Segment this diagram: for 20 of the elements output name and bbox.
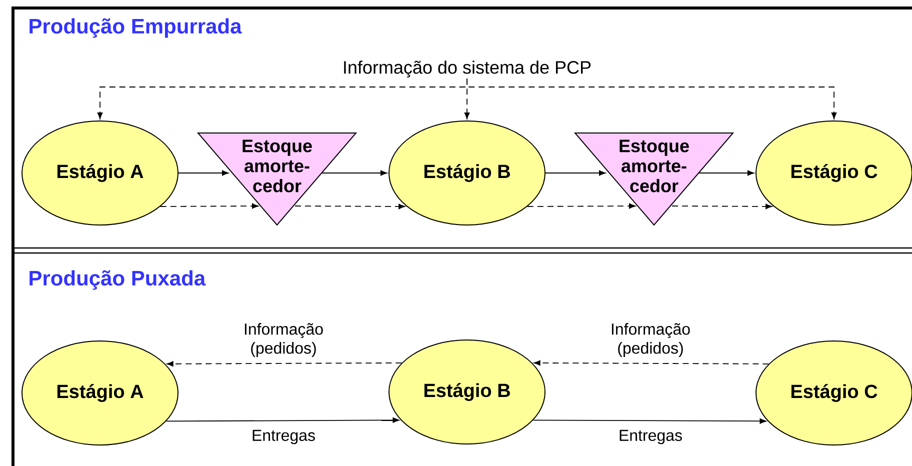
arrow <box>178 170 229 176</box>
arrow <box>672 204 772 210</box>
edge-label: Informação (pedidos) <box>244 323 323 357</box>
edge-label: Informação (pedidos) <box>612 323 690 357</box>
arrow <box>534 360 770 366</box>
arrow <box>294 204 406 210</box>
arrow <box>527 203 636 209</box>
arrow <box>545 170 606 176</box>
section-heading: Produção Puxada <box>30 270 206 290</box>
arrow <box>166 361 402 367</box>
edge-label: Entregas <box>252 430 315 444</box>
edge-label: Entregas <box>620 430 682 444</box>
arrow <box>466 78 837 120</box>
info-text: Informação do sistema de PCP <box>344 60 591 78</box>
section-heading: Produção Empurrada <box>30 18 242 38</box>
arrow <box>322 170 388 176</box>
arrow <box>532 418 766 424</box>
arrow <box>166 418 400 423</box>
arrow <box>160 203 259 209</box>
arrow <box>698 170 754 176</box>
